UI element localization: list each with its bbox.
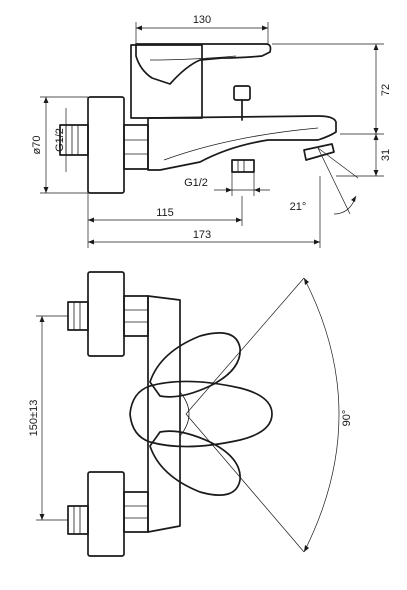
dim-top-width: 130 bbox=[193, 14, 211, 26]
dim-height-upper: 72 bbox=[380, 84, 392, 96]
top-view bbox=[67, 271, 273, 557]
connector-upper bbox=[67, 301, 89, 331]
body-top bbox=[147, 295, 181, 533]
hex-nut bbox=[123, 124, 149, 170]
cartridge-body bbox=[130, 44, 203, 119]
side-view bbox=[59, 43, 337, 194]
top-view-dimensions: 150±13 90° bbox=[28, 277, 353, 553]
nut-lower bbox=[123, 491, 149, 533]
dim-depth-total: 173 bbox=[193, 229, 211, 241]
side-view-dimensions: 130 72 31 ø70 G1/2 G1/2 bbox=[31, 14, 392, 248]
wall-flange bbox=[87, 96, 125, 194]
dim-center-distance: 150±13 bbox=[28, 400, 40, 437]
connector-lower bbox=[67, 505, 89, 535]
dim-depth-body: 115 bbox=[156, 207, 174, 219]
handle-main bbox=[129, 380, 273, 448]
spout bbox=[147, 115, 337, 171]
flange-lower bbox=[87, 471, 125, 557]
lever-handle bbox=[135, 43, 272, 85]
dim-thread-outlet: G1/2 bbox=[184, 177, 208, 189]
dim-diameter: ø70 bbox=[31, 136, 43, 155]
dim-height-lower: 31 bbox=[380, 149, 392, 161]
nut-upper bbox=[123, 295, 149, 337]
handle-lower-position bbox=[149, 430, 241, 496]
handle-upper-position bbox=[149, 332, 241, 398]
outlet-thread bbox=[231, 159, 255, 173]
dim-thread-inlet: G1/2 bbox=[54, 128, 66, 152]
flange-upper bbox=[87, 271, 125, 357]
aerator bbox=[303, 143, 335, 161]
diverter-knob bbox=[233, 85, 251, 101]
dim-spout-angle: 21° bbox=[290, 201, 307, 213]
dim-rotation-angle: 90° bbox=[341, 410, 353, 427]
